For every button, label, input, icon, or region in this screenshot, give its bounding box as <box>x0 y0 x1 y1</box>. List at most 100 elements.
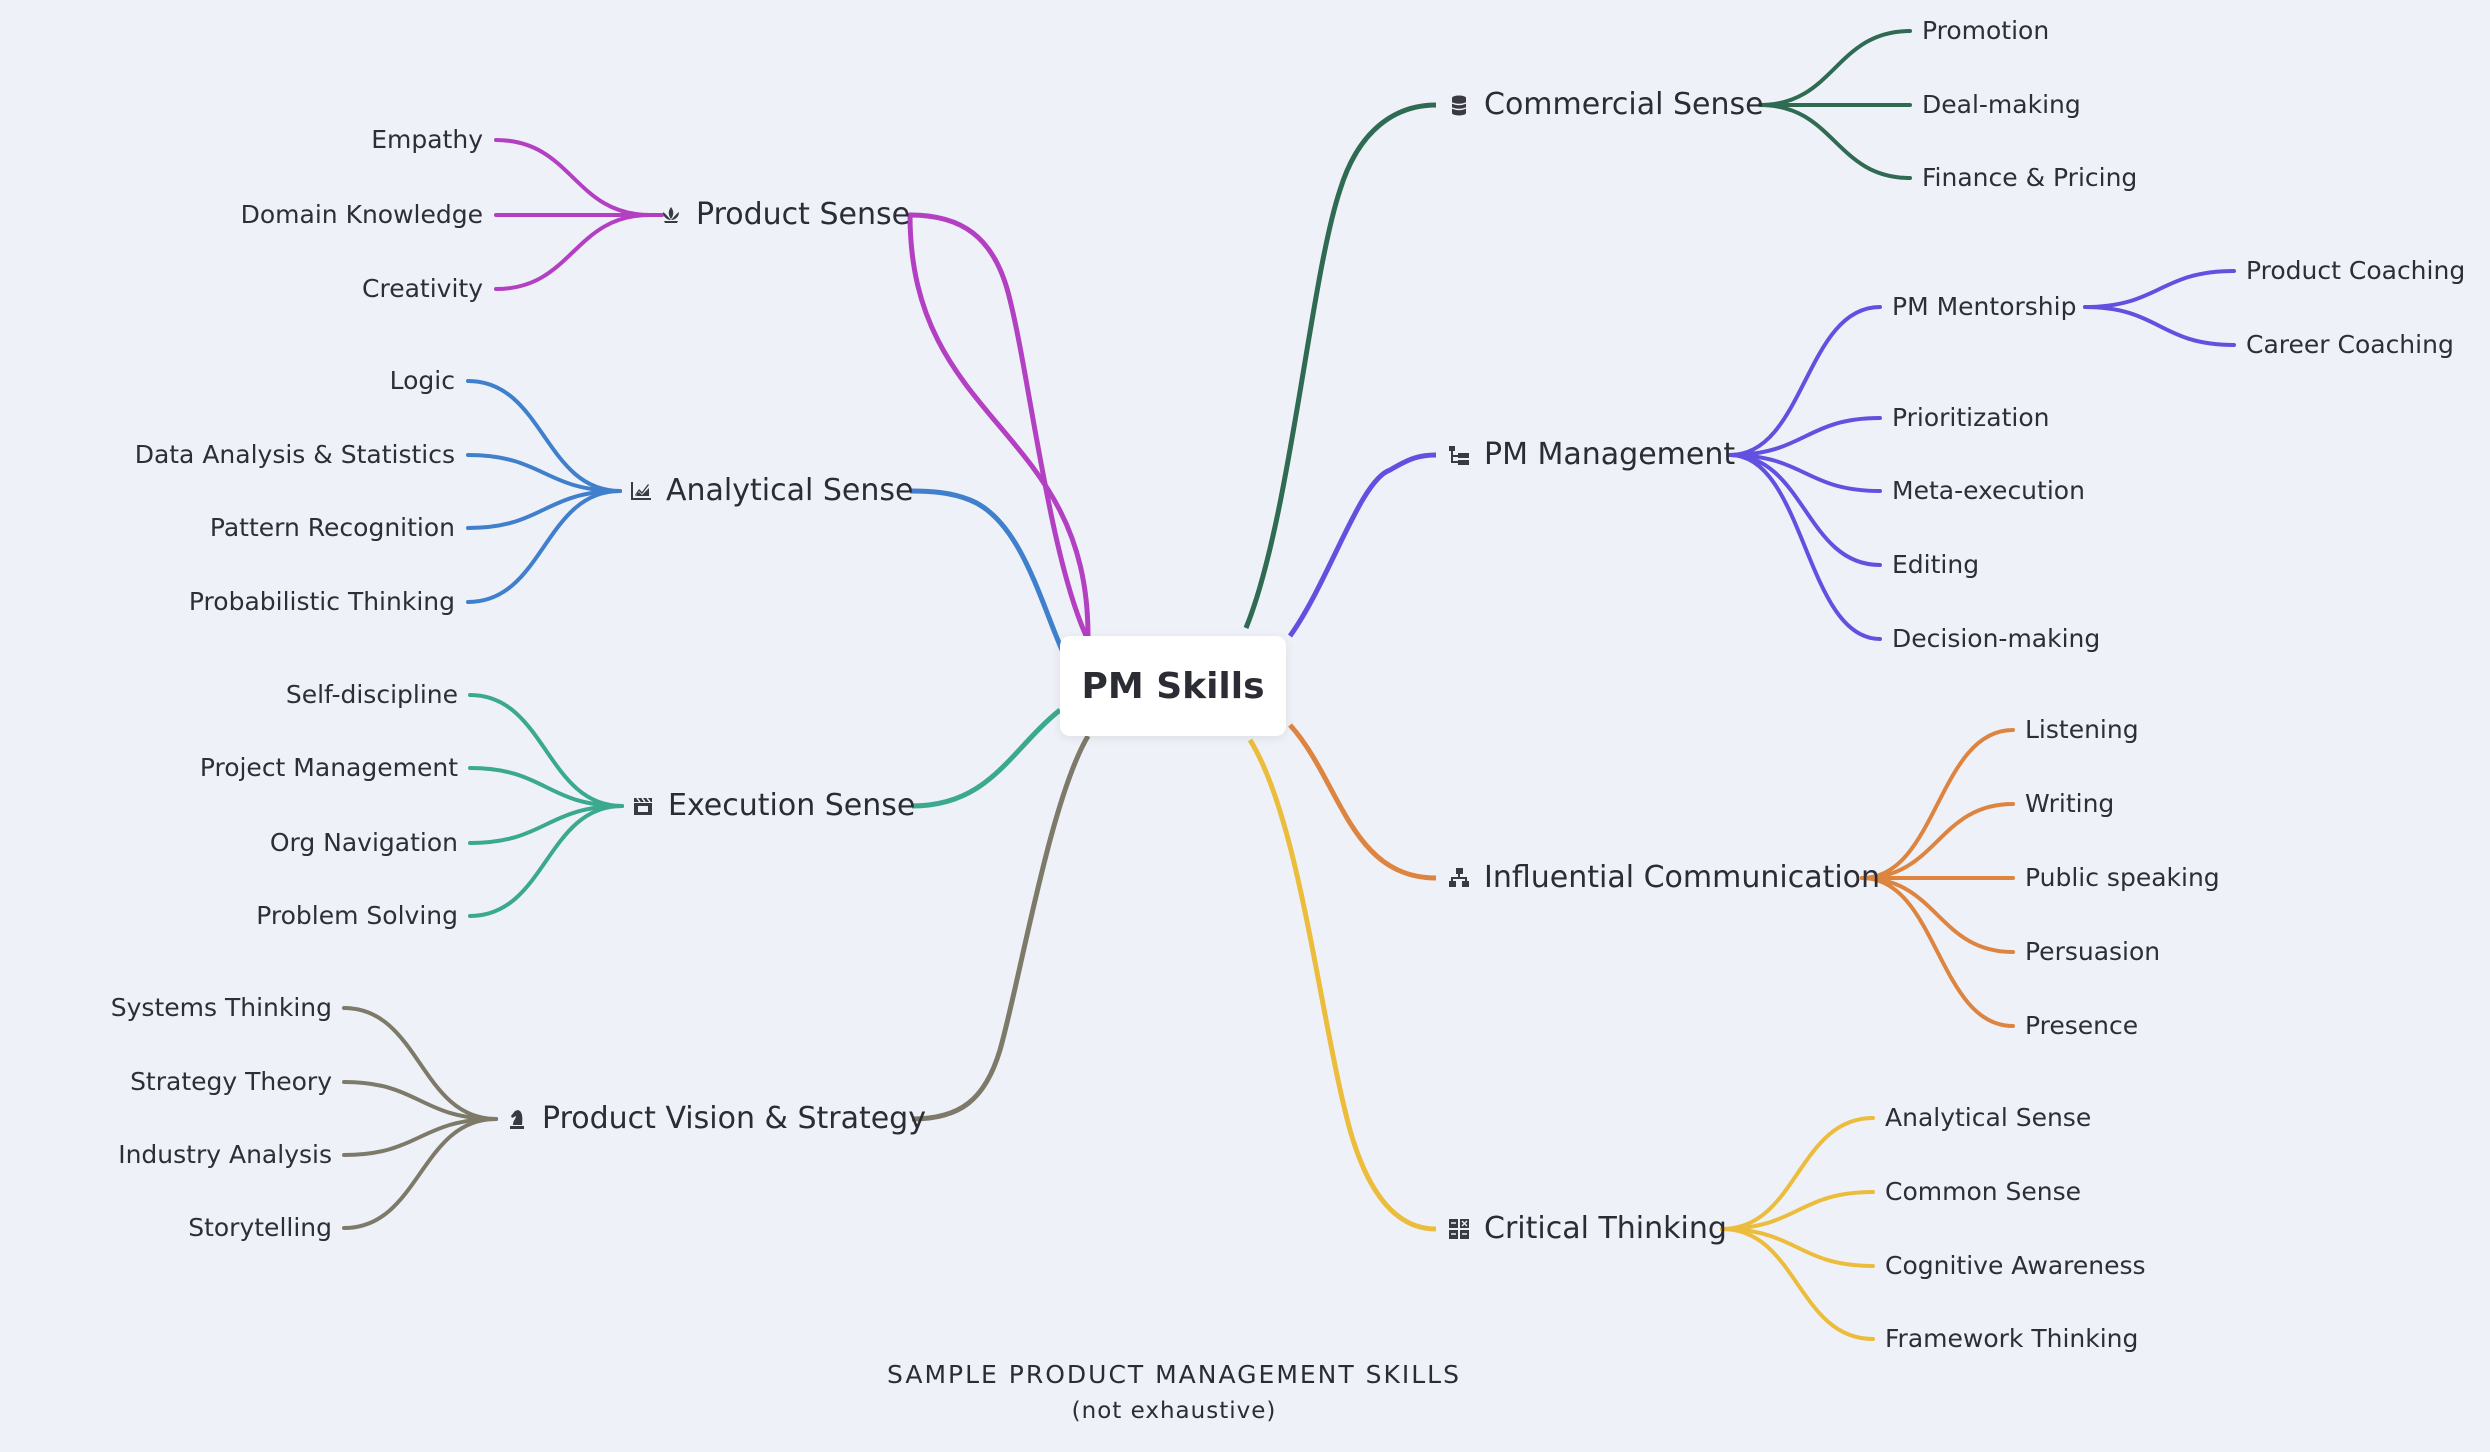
leaf-connector <box>494 138 652 217</box>
leaf-connector <box>468 693 624 808</box>
leaf-connector <box>1860 876 2015 954</box>
leaf-node[interactable]: Career Coaching <box>2246 330 2454 359</box>
center-node[interactable]: PM Skills <box>1060 636 1286 736</box>
leaf-connector <box>2083 305 2236 347</box>
leaf-node[interactable]: Editing <box>1892 550 1980 579</box>
trunk-line <box>1287 452 1437 638</box>
leaf-connector <box>468 804 624 845</box>
hierarchy-icon <box>1446 442 1472 468</box>
leaf-connector <box>1728 453 1882 641</box>
leaf-node[interactable]: Pattern Recognition <box>209 513 455 542</box>
leaf-node[interactable]: Writing <box>2025 789 2115 818</box>
leaf-connector <box>1860 802 2015 880</box>
branch-label: Analytical Sense <box>666 473 914 508</box>
branch-label: PM Management <box>1484 437 1736 472</box>
leaf-node[interactable]: Persuasion <box>2025 937 2161 966</box>
leaf-connector <box>1728 416 1882 457</box>
leaf-node[interactable]: Problem Solving <box>256 901 458 930</box>
branch-product-sense[interactable]: Product Sense <box>658 195 910 235</box>
branch-pm-management[interactable]: PM Management <box>1446 435 1735 475</box>
leaf-node[interactable]: Industry Analysis <box>118 1140 332 1169</box>
leaf-node[interactable]: Probabilistic Thinking <box>188 587 455 616</box>
trunk-line <box>911 708 1062 809</box>
leaf-node[interactable]: Public speaking <box>2025 863 2220 892</box>
leaf-connector <box>342 1006 498 1121</box>
leaf-connector <box>342 1117 498 1157</box>
branch-label: Critical Thinking <box>1484 1211 1727 1246</box>
leaf-connector <box>466 489 622 530</box>
leaf-node[interactable]: Self-discipline <box>285 680 458 709</box>
leaf-connector <box>466 453 622 493</box>
trunk-line <box>1247 738 1437 1232</box>
leaf-connector <box>468 766 624 808</box>
leaf-node[interactable]: Framework Thinking <box>1885 1324 2139 1353</box>
leaf-node[interactable]: Listening <box>2025 715 2139 744</box>
center-node-label: PM Skills <box>1081 665 1265 707</box>
trunk-line <box>907 212 1091 639</box>
leaf-node[interactable]: Data Analysis & Statistics <box>134 440 455 469</box>
trunk-line <box>911 734 1091 1122</box>
leaf-node[interactable]: Finance & Pricing <box>1922 163 2138 192</box>
branch-label: Influential Communication <box>1484 860 1881 895</box>
leaf-connector <box>1728 453 1882 493</box>
leaf-node[interactable]: Strategy Theory <box>130 1067 332 1096</box>
leaf-node[interactable]: Product Coaching <box>2246 256 2466 285</box>
leaf-node[interactable]: Org Navigation <box>269 828 458 857</box>
leaf-node[interactable]: Project Management <box>199 753 458 782</box>
leaf-node[interactable]: Systems Thinking <box>110 993 332 1022</box>
leaf-connector <box>1720 1190 1875 1231</box>
leaf-connector <box>468 804 624 918</box>
branch-label: Commercial Sense <box>1484 87 1764 122</box>
trunk-line <box>1288 723 1437 881</box>
leaf-connector <box>1860 876 2015 1028</box>
leaf-connector <box>2083 269 2236 309</box>
leaf-node[interactable]: Cognitive Awareness <box>1885 1251 2146 1280</box>
leaf-connector <box>1860 728 2015 880</box>
leaf-node[interactable]: Promotion <box>1922 16 2050 45</box>
leaf-connector <box>1728 305 1882 457</box>
leaf-connector <box>494 213 652 291</box>
leaf-node[interactable]: Logic <box>389 366 455 395</box>
leaf-connector <box>466 379 622 493</box>
leaf-connector <box>342 1117 498 1230</box>
chess-knight-icon <box>504 1106 530 1132</box>
branch-execution-sense[interactable]: Execution Sense <box>630 786 915 826</box>
leaf-node[interactable]: Presence <box>2025 1011 2139 1040</box>
branch-label: Product Sense <box>696 197 911 232</box>
leaf-connector <box>1720 1227 1875 1268</box>
leaf-node[interactable]: Domain Knowledge <box>240 200 483 229</box>
branch-commercial-sense[interactable]: Commercial Sense <box>1446 85 1764 125</box>
network-icon <box>1446 865 1472 891</box>
leaf-node[interactable]: Creativity <box>362 274 483 303</box>
clapper-icon <box>630 793 656 819</box>
trunk-line <box>909 212 1091 642</box>
branch-label: Product Vision & Strategy <box>542 1101 926 1136</box>
leaf-node[interactable]: Common Sense <box>1885 1177 2082 1206</box>
trunk-line <box>1243 102 1437 629</box>
branch-critical-thinking[interactable]: Critical Thinking <box>1446 1209 1727 1249</box>
branch-label: Execution Sense <box>668 788 916 823</box>
branch-influential-communication[interactable]: Influential Communication <box>1446 858 1880 898</box>
leaf-node[interactable]: Analytical Sense <box>1885 1103 2092 1132</box>
leaf-connector <box>466 489 622 604</box>
branch-analytical-sense[interactable]: Analytical Sense <box>628 471 913 511</box>
leaf-connector <box>1720 1227 1875 1341</box>
leaf-connector <box>342 1080 498 1121</box>
leaf-node[interactable]: Decision-making <box>1892 624 2101 653</box>
diagram-caption-note: (not exhaustive) <box>1071 1398 1277 1424</box>
leaf-node[interactable]: Empathy <box>371 125 483 154</box>
leaf-connector <box>1758 29 1912 107</box>
lotus-icon <box>658 202 684 228</box>
leaf-node[interactable]: Prioritization <box>1892 403 2050 432</box>
coin-stack-icon <box>1446 92 1472 118</box>
leaf-connector <box>1720 1116 1875 1231</box>
diagram-caption: SAMPLE PRODUCT MANAGEMENT SKILLS <box>887 1360 1461 1389</box>
leaf-node[interactable]: Meta-execution <box>1892 476 2085 505</box>
leaf-node[interactable]: Storytelling <box>188 1213 332 1242</box>
leaf-node[interactable]: Deal-making <box>1922 90 2081 119</box>
branch-product-vision-strategy[interactable]: Product Vision & Strategy <box>504 1099 926 1139</box>
leaf-node[interactable]: PM Mentorship <box>1892 292 2077 321</box>
grid-icon <box>1446 1216 1472 1242</box>
